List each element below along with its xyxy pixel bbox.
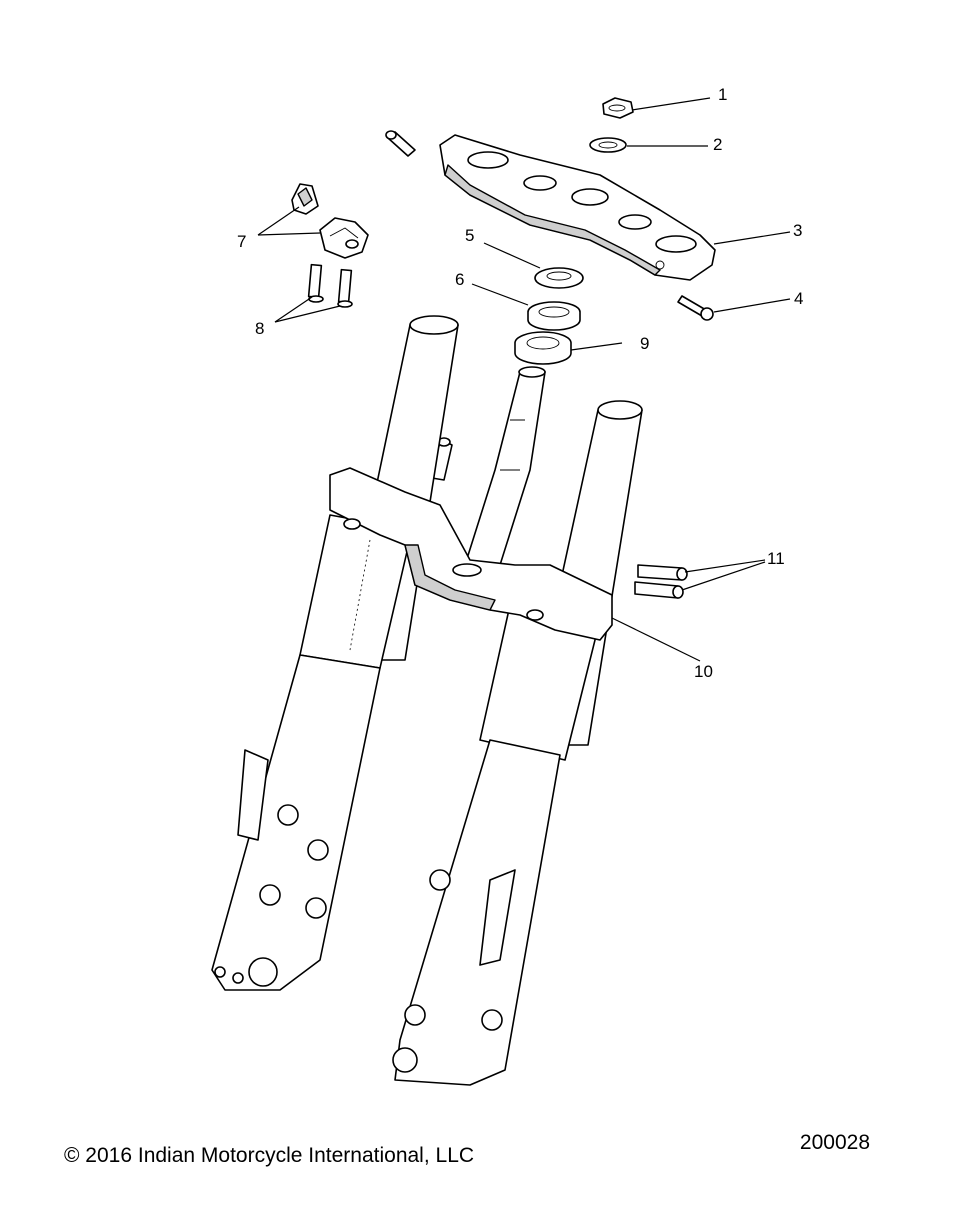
- copyright-notice: © 2016 Indian Motorcycle International, …: [64, 1144, 475, 1167]
- lower-triple-clamp: [329, 467, 613, 641]
- callout-labels: 1 2 3 4 5 6 7 8 9 10 11: [237, 85, 803, 681]
- leader-lines: [257, 97, 791, 662]
- callout-11: 11: [767, 549, 785, 568]
- callout-8: 8: [255, 319, 264, 338]
- bearing-9: [514, 331, 572, 365]
- callout-7: 7: [237, 232, 246, 251]
- drawing-number: 200028: [799, 1131, 870, 1154]
- dust-seal-5: [534, 267, 584, 289]
- pinch-bolt-4: [677, 295, 714, 321]
- clamp-parts-7: [291, 183, 369, 259]
- callout-3: 3: [793, 221, 802, 240]
- right-fork-leg: [392, 400, 643, 1086]
- left-fork-leg: [211, 315, 459, 991]
- top-nut: [602, 97, 634, 119]
- callout-2: 2: [713, 135, 722, 154]
- pinch-bolts-11: [634, 564, 688, 599]
- clamp-bolts-8: [307, 263, 353, 308]
- bearing-6: [527, 301, 581, 331]
- top-triple-clamp: [439, 134, 716, 281]
- callout-6: 6: [455, 270, 464, 289]
- callout-4: 4: [794, 289, 803, 308]
- steering-stem: [464, 366, 546, 566]
- callout-1: 1: [718, 85, 727, 104]
- callout-9: 9: [640, 334, 649, 353]
- callout-10: 10: [694, 662, 713, 681]
- top-washer: [589, 137, 627, 153]
- top-bolt-left: [385, 130, 416, 157]
- callout-5: 5: [465, 226, 474, 245]
